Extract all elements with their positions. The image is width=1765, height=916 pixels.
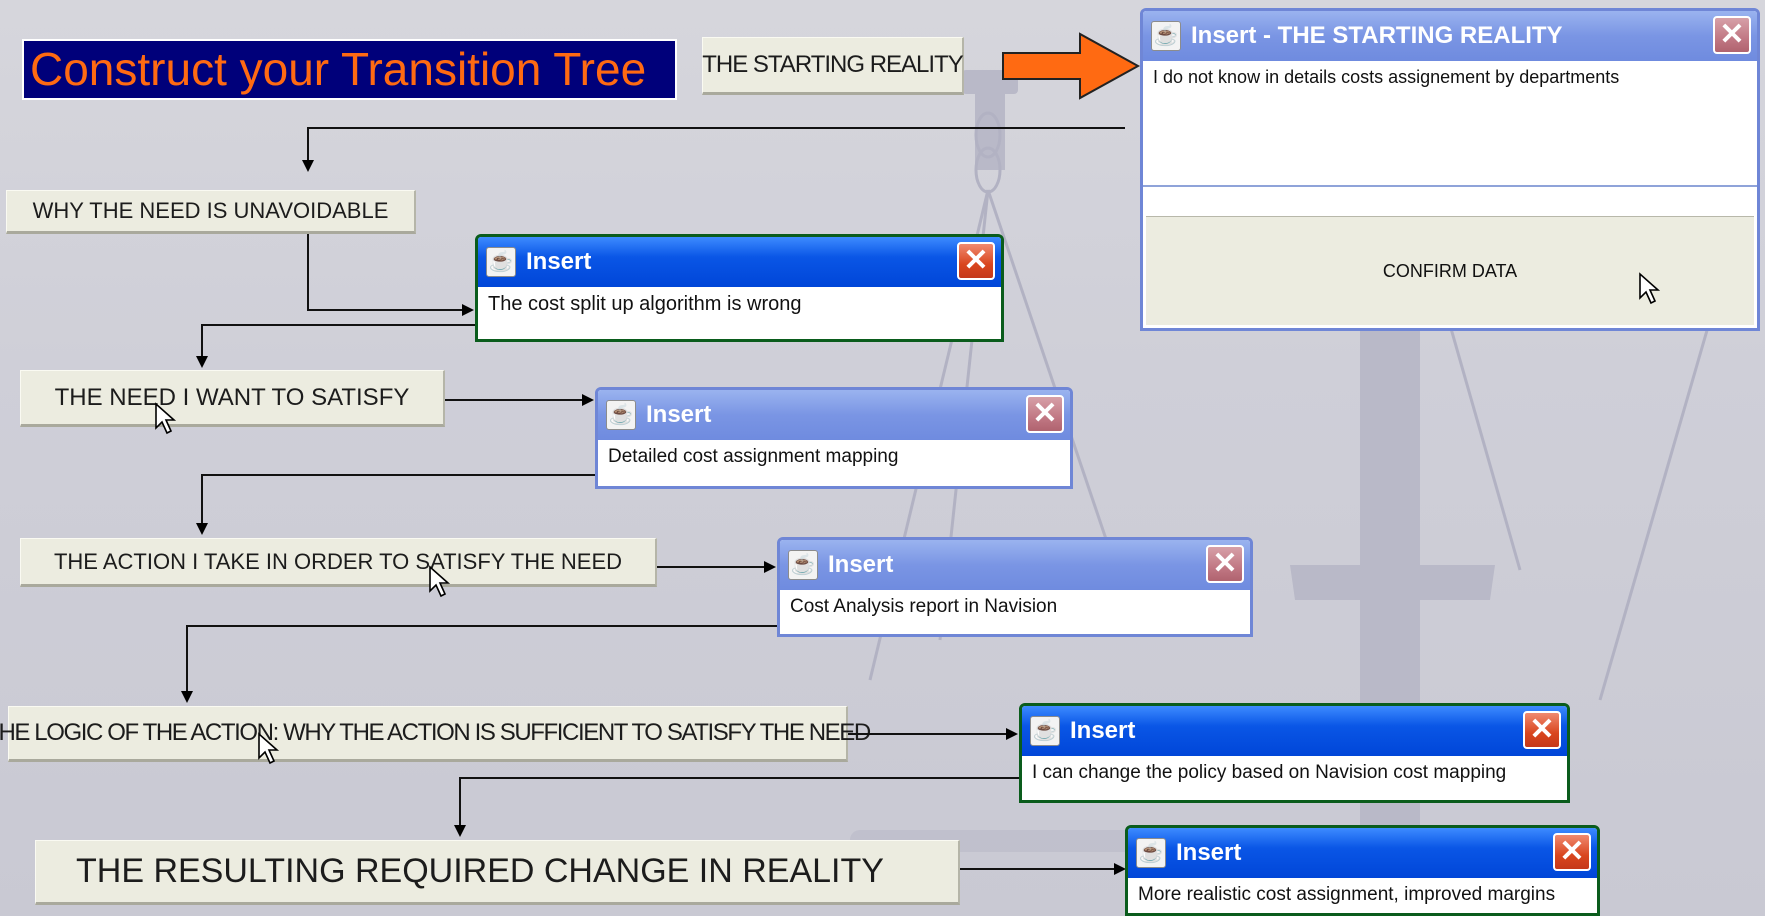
mouse-pointer-icon <box>1639 272 1661 305</box>
close-icon[interactable]: ✕ <box>1206 545 1244 583</box>
action-dialog: ☕ Insert ✕ Cost Analysis report in Navis… <box>777 537 1253 637</box>
close-icon[interactable]: ✕ <box>1026 395 1064 433</box>
dialog-title: Insert <box>1176 839 1242 866</box>
resulting-change-input[interactable]: More realistic cost assignment, improved… <box>1128 878 1597 912</box>
orange-right-arrow-icon <box>1002 32 1141 100</box>
mouse-pointer-icon <box>155 402 177 435</box>
dialog-titlebar[interactable]: ☕ Insert ✕ <box>1128 828 1597 878</box>
need-input[interactable]: Detailed cost assignment mapping <box>598 440 1070 474</box>
mouse-pointer-icon <box>429 565 451 598</box>
why-need-dialog: ☕ Insert ✕ The cost split up algorithm i… <box>475 234 1004 342</box>
need-dialog: ☕ Insert ✕ Detailed cost assignment mapp… <box>595 387 1073 489</box>
java-cup-icon: ☕ <box>486 247 516 277</box>
resulting-change-dialog: ☕ Insert ✕ More realistic cost assignmen… <box>1125 825 1600 916</box>
dialog-title: Insert <box>526 248 592 275</box>
close-icon[interactable]: ✕ <box>957 242 995 280</box>
close-icon[interactable]: ✕ <box>1553 833 1591 871</box>
confirm-data-button[interactable]: CONFIRM DATA <box>1146 216 1754 325</box>
dialog-titlebar[interactable]: ☕ Insert ✕ <box>478 237 1001 287</box>
connector-line <box>307 234 474 316</box>
close-icon[interactable]: ✕ <box>1713 16 1751 54</box>
why-need-input[interactable]: The cost split up algorithm is wrong <box>478 287 1001 322</box>
resulting-change-button[interactable]: THE RESULTING REQUIRED CHANGE IN REALITY <box>35 840 960 905</box>
dialog-title: Insert - THE STARTING REALITY <box>1191 22 1563 49</box>
logic-button[interactable]: THE LOGIC OF THE ACTION: WHY THE ACTION … <box>0 706 871 762</box>
connector-line <box>196 324 476 368</box>
action-input[interactable]: Cost Analysis report in Navision <box>780 590 1250 624</box>
starting-reality-input[interactable]: I do not know in details costs assigneme… <box>1143 61 1757 187</box>
mouse-pointer-icon <box>258 732 280 765</box>
dialog-titlebar[interactable]: ☕ Insert ✕ <box>598 390 1070 440</box>
page-title: Construct your Transition Tree <box>22 39 677 100</box>
dialog-titlebar[interactable]: ☕ Insert - THE STARTING REALITY ✕ <box>1143 11 1757 61</box>
java-cup-icon: ☕ <box>788 550 818 580</box>
starting-reality-dialog: ☕ Insert - THE STARTING REALITY ✕ I do n… <box>1140 8 1760 331</box>
dialog-titlebar[interactable]: ☕ Insert ✕ <box>1022 706 1567 756</box>
connector-line <box>181 625 778 703</box>
why-need-button[interactable]: WHY THE NEED IS UNAVOIDABLE <box>6 190 416 234</box>
close-icon[interactable]: ✕ <box>1523 711 1561 749</box>
java-cup-icon: ☕ <box>1030 716 1060 746</box>
action-button[interactable]: THE ACTION I TAKE IN ORDER TO SATISFY TH… <box>20 538 657 587</box>
connector-line <box>302 127 1125 172</box>
java-cup-icon: ☕ <box>1151 21 1181 51</box>
connector-line <box>454 777 1020 837</box>
dialog-title: Insert <box>828 551 894 578</box>
dialog-title: Insert <box>1070 717 1136 744</box>
logic-dialog: ☕ Insert ✕ I can change the policy based… <box>1019 703 1570 803</box>
connector-line <box>196 474 596 535</box>
need-button[interactable]: THE NEED I WANT TO SATISFY <box>20 370 445 427</box>
java-cup-icon: ☕ <box>606 400 636 430</box>
java-cup-icon: ☕ <box>1136 838 1166 868</box>
starting-reality-button[interactable]: THE STARTING REALITY <box>702 37 964 95</box>
dialog-title: Insert <box>646 401 712 428</box>
dialog-titlebar[interactable]: ☕ Insert ✕ <box>780 540 1250 590</box>
logic-input[interactable]: I can change the policy based on Navisio… <box>1022 756 1567 790</box>
